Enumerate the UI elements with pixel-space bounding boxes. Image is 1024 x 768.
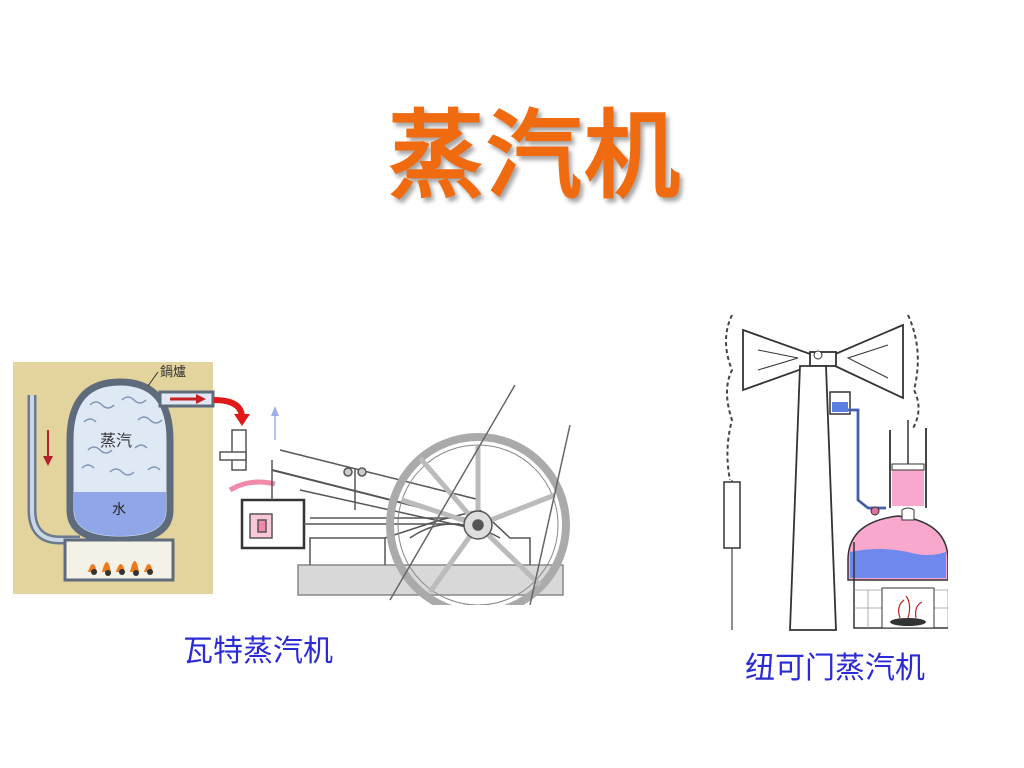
boiler-inset: 鍋爐 蒸汽 水 bbox=[13, 362, 215, 594]
engine-mechanism bbox=[219, 384, 571, 605]
steam-label: 蒸汽 bbox=[100, 431, 132, 450]
watt-caption: 瓦特蒸汽机 bbox=[183, 634, 333, 669]
water-label: 水 bbox=[112, 502, 126, 518]
newcomen-steam-engine-diagram bbox=[723, 314, 948, 631]
boiler-label: 鍋爐 bbox=[160, 364, 186, 380]
watt-steam-engine-diagram: 鍋爐 蒸汽 水 bbox=[13, 362, 571, 605]
newcomen-caption: 纽可门蒸汽机 bbox=[745, 651, 925, 686]
slide-title: 蒸汽机 bbox=[388, 100, 682, 212]
